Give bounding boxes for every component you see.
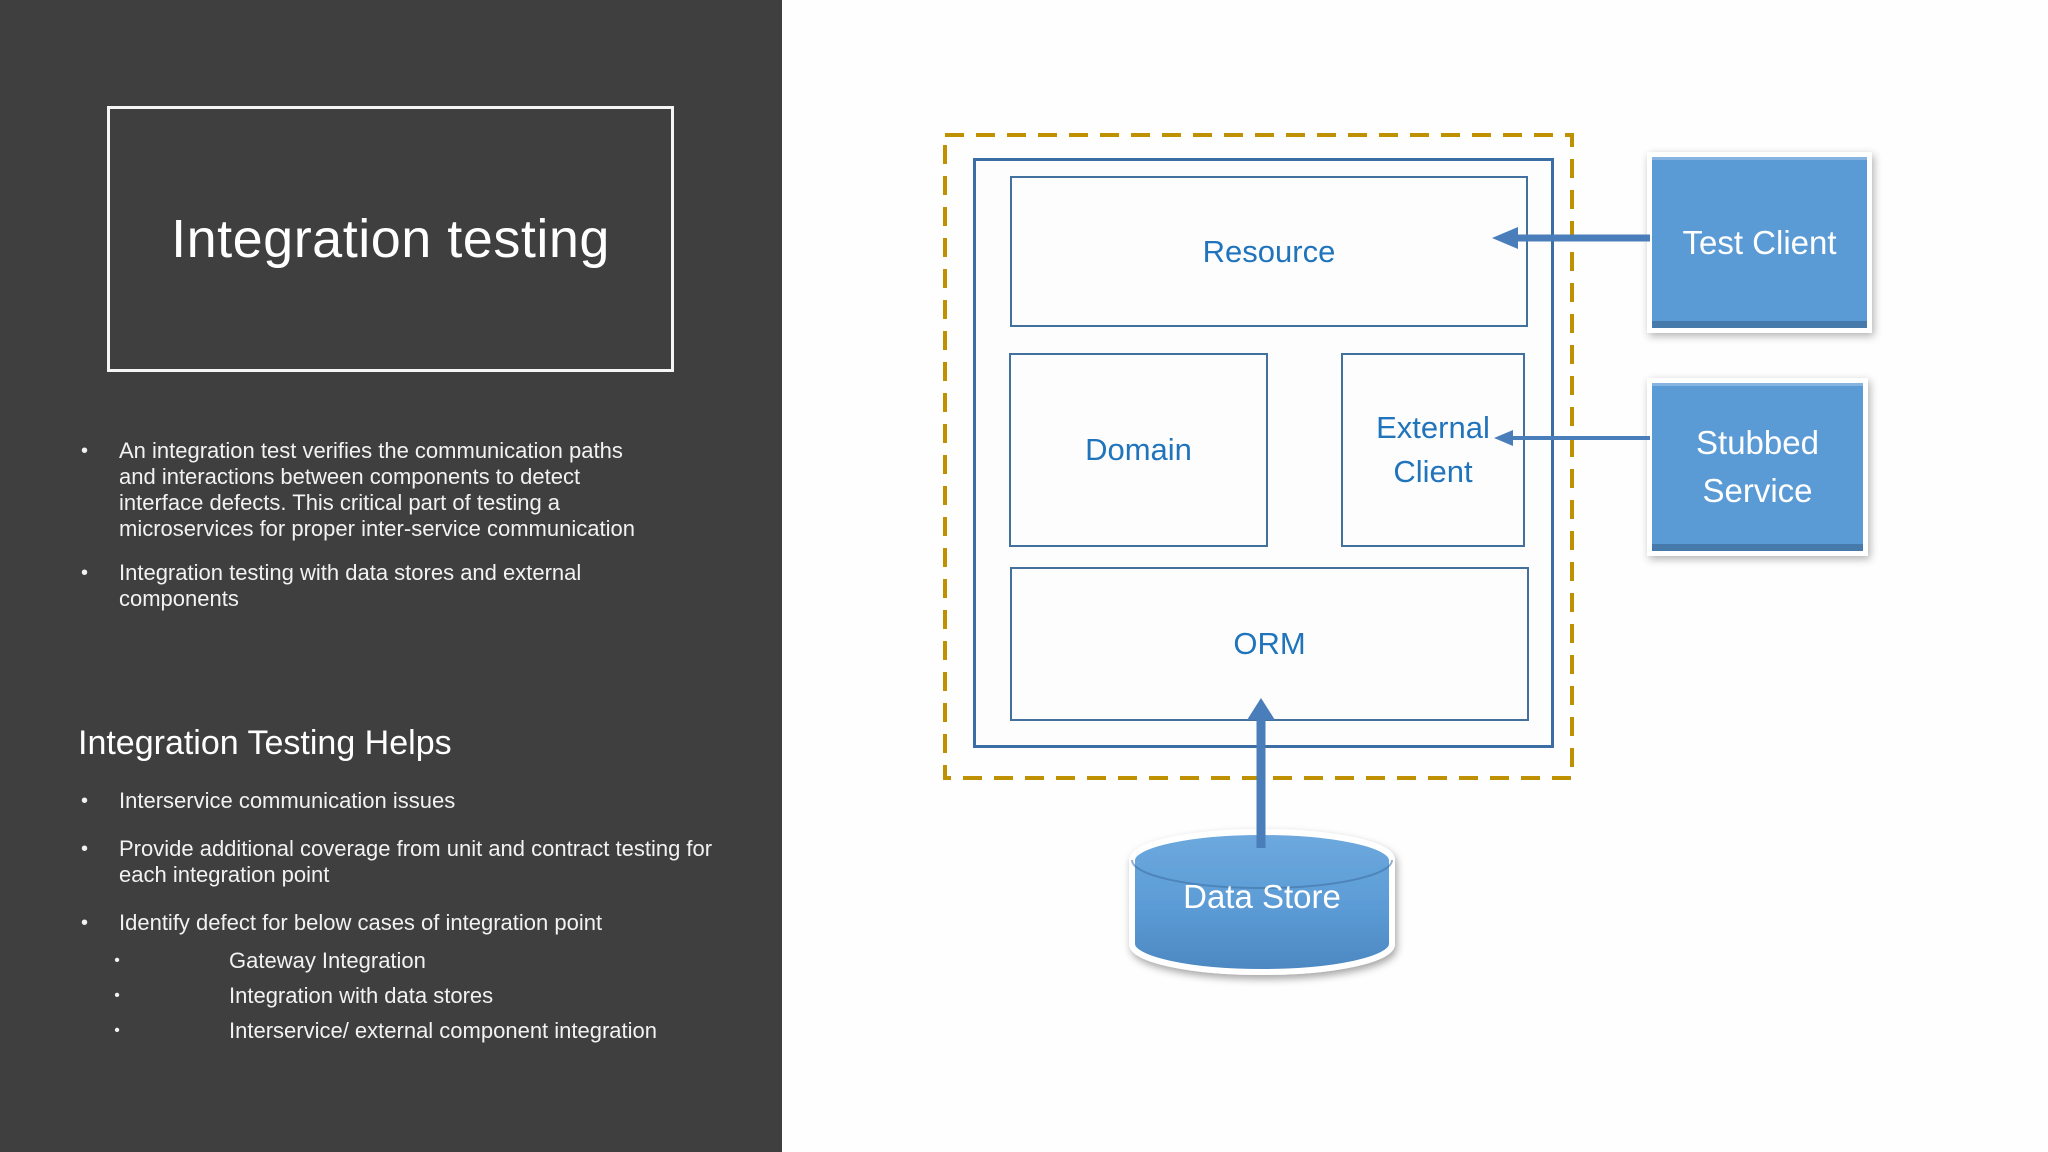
domain-label: Domain: [1085, 432, 1192, 467]
resource-box: Resource: [1010, 176, 1528, 327]
bullet-item: • Integration testing with data stores a…: [78, 560, 663, 612]
bullet-text: Interservice communication issues: [119, 788, 456, 813]
slide-title: Integration testing: [171, 209, 610, 269]
sub-bullet-item: • Gateway Integration: [78, 948, 738, 974]
sub-bullet-item: • Integration with data stores: [78, 983, 738, 1009]
bullet-marker: •: [114, 952, 120, 969]
bullet-text: Integration testing with data stores and…: [119, 560, 582, 611]
resource-label: Resource: [1202, 233, 1336, 269]
bullet-marker: •: [114, 1022, 120, 1039]
title-box: Integration testing: [107, 106, 674, 372]
bullet-marker: •: [81, 912, 89, 934]
bullet-item: • Interservice communication issues: [78, 788, 738, 814]
domain-box: Domain: [1009, 353, 1268, 547]
bullet-text: Identify defect for below cases of integ…: [119, 910, 603, 935]
intro-bullet-list: • An integration test verifies the commu…: [78, 438, 663, 630]
helps-bullet-list: • Interservice communication issues • Pr…: [78, 788, 738, 1053]
bullet-marker: •: [81, 440, 89, 462]
external-client-label: External Client: [1376, 410, 1490, 489]
sub-bullet-list: • Gateway Integration • Integration with…: [78, 948, 738, 1044]
bullet-marker: •: [81, 562, 89, 584]
bullet-text: Provide additional coverage from unit an…: [119, 836, 713, 887]
bullet-marker: •: [81, 838, 89, 860]
test-client-box: Test Client: [1647, 152, 1872, 333]
bullet-item: • Provide additional coverage from unit …: [78, 836, 738, 888]
bullet-text: An integration test verifies the communi…: [119, 438, 635, 541]
database-cylinder-icon: [1129, 829, 1395, 975]
section-heading: Integration Testing Helps: [78, 724, 452, 762]
orm-box: ORM: [1010, 567, 1529, 721]
bullet-item: • An integration test verifies the commu…: [78, 438, 663, 542]
external-client-box: External Client: [1341, 353, 1525, 547]
sub-bullet-text: Interservice/ external component integra…: [229, 1018, 658, 1043]
bullet-marker: •: [81, 790, 89, 812]
data-store-label: Data Store: [1183, 878, 1341, 915]
sub-bullet-item: • Interservice/ external component integ…: [78, 1018, 738, 1044]
stubbed-service-label: Stubbed Service: [1696, 424, 1819, 509]
sub-bullet-text: Integration with data stores: [229, 983, 494, 1008]
bullet-item: • Identify defect for below cases of int…: [78, 910, 738, 936]
stubbed-service-box: Stubbed Service: [1647, 378, 1868, 556]
bullet-marker: •: [114, 987, 120, 1004]
orm-label: ORM: [1233, 626, 1306, 661]
sub-bullet-text: Gateway Integration: [229, 948, 426, 973]
test-client-label: Test Client: [1682, 223, 1837, 261]
left-text-panel: Integration testing • An integration tes…: [0, 0, 782, 1152]
data-store-shape: Data Store: [1118, 820, 1406, 990]
